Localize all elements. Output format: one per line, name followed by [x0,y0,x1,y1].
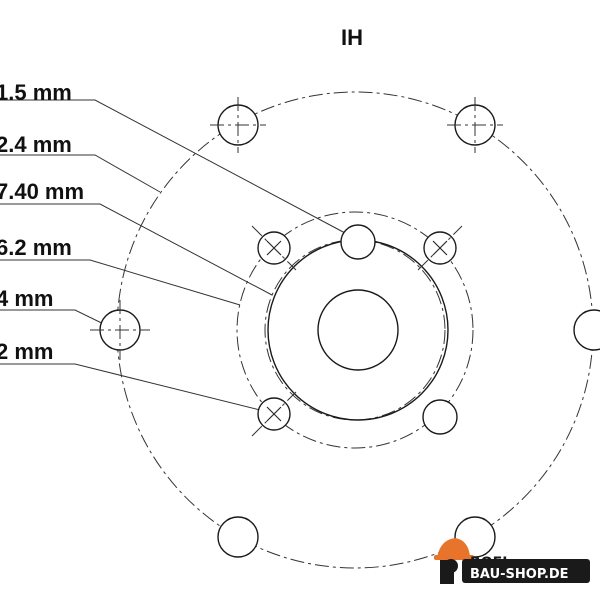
leader-line-1 [0,99,346,234]
dimension-label-4: 6.2 mm [0,235,72,260]
drawing-title: IH [341,25,363,50]
hole-top-center [340,224,376,260]
center-bore [317,289,399,371]
profi-bau-shop-logo: ROFI BAU-SHOP.DE [434,538,590,584]
logo-line-1: ROFI [470,555,507,571]
inner-pitch-circle [264,239,446,421]
hole-top-left [210,97,266,153]
leader-line-6 [0,363,261,411]
dimension-label-2: 2.4 mm [0,132,72,157]
hole-bottom-left [217,516,259,558]
dimension-label-1: 1.5 mm [0,80,72,105]
leader-line-4 [0,259,241,306]
hard-hat-icon [434,538,474,584]
dimension-label-3: 7.40 mm [0,179,84,204]
hole-x-upper-left [251,225,297,271]
dimension-label-6: 2 mm [0,339,53,364]
logo-band [462,559,590,583]
dimension-label-5: 4 mm [0,286,53,311]
hole-far-right [573,309,600,351]
mid-pitch-circle [236,211,474,449]
leader-line-3 [0,203,273,296]
hole-x-lower-left [251,391,297,437]
hole-lower-right [422,399,458,435]
logo-line-2: BAU-SHOP.DE [470,567,569,582]
hole-left-ring-outer [90,300,150,360]
hole-x-upper-right [417,225,463,271]
leader-line-2 [0,154,161,193]
hole-top-right [447,97,503,153]
